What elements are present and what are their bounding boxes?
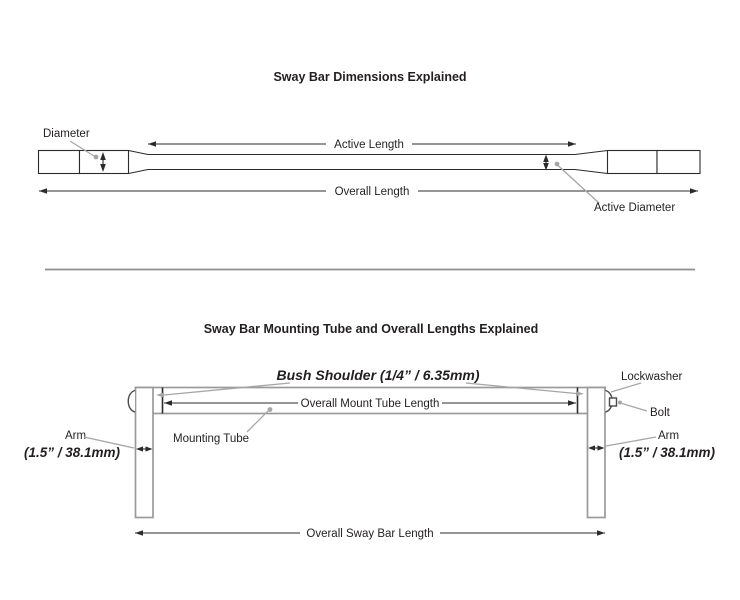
bush-shoulder-arrow-right-icon bbox=[576, 391, 584, 397]
bolt-label: Bolt bbox=[650, 407, 671, 419]
spline-end-right bbox=[656, 149, 701, 175]
active-diameter-arrow-up-icon bbox=[543, 154, 549, 162]
mounting-tube-assembly bbox=[127, 386, 618, 519]
mount-tube-length-arrow-left-icon bbox=[164, 400, 172, 406]
arm-left-body bbox=[134, 386, 154, 519]
bolt-leader-dot bbox=[618, 400, 622, 405]
mounting-tube-label: Mounting Tube bbox=[173, 433, 249, 445]
mounting-tube-leader-line bbox=[246, 410, 269, 433]
arm-right-width-arrow-left-icon bbox=[588, 445, 595, 451]
overall-sway-bar-length-dimension: Overall Sway Bar Length bbox=[135, 528, 605, 540]
bolt-shape bbox=[608, 397, 618, 407]
mount-tube-length-arrow-right-icon bbox=[568, 400, 576, 406]
arm-left-size-label: (1.5” / 38.1mm) bbox=[24, 445, 121, 460]
active-length-arrow-right-icon bbox=[568, 141, 576, 147]
overall-length-arrow-left-icon bbox=[39, 188, 47, 194]
diameter-label: Diameter bbox=[43, 128, 90, 140]
active-diameter-arrow-down-icon bbox=[543, 163, 549, 171]
overall-length-dimension: Overall Length bbox=[39, 186, 698, 198]
arm-left-leader-line bbox=[83, 436, 135, 449]
mounting-tube-callout: Mounting Tube bbox=[173, 407, 273, 445]
overall-length-label: Overall Length bbox=[335, 186, 410, 198]
bar-taper-right bbox=[574, 149, 608, 175]
diameter-leader-line bbox=[69, 140, 95, 157]
active-bar-tube bbox=[148, 153, 575, 171]
arm-left-callout: Arm (1.5” / 38.1mm) bbox=[24, 430, 153, 460]
arm-right-width-arrow-right-icon bbox=[597, 445, 605, 451]
mounting-tube-leader-dot bbox=[267, 407, 273, 412]
active-length-label: Active Length bbox=[334, 139, 404, 151]
arm-right-body bbox=[586, 386, 606, 519]
arm-left-width-arrow-left-icon bbox=[136, 446, 143, 452]
bar-taper-left bbox=[128, 149, 149, 175]
active-length-dimension: Active Length bbox=[148, 139, 576, 151]
sway-bar-length-arrow-right-icon bbox=[597, 530, 605, 536]
bottom-diagram-title: Sway Bar Mounting Tube and Overall Lengt… bbox=[204, 322, 539, 336]
bush-shoulder-leader-right bbox=[465, 382, 577, 395]
sway-bar-illustration bbox=[37, 149, 701, 175]
lockwasher-callout: Lockwasher bbox=[610, 371, 683, 393]
active-diameter-label: Active Diameter bbox=[594, 202, 675, 214]
active-diameter-leader-line bbox=[557, 165, 600, 204]
bolt-leader-line bbox=[621, 402, 648, 412]
overall-sway-bar-length-label: Overall Sway Bar Length bbox=[306, 528, 433, 540]
arm-left-label: Arm bbox=[65, 430, 86, 442]
bottom-diagram: Sway Bar Mounting Tube and Overall Lengt… bbox=[24, 322, 716, 540]
arm-right-label: Arm bbox=[658, 430, 679, 442]
bush-shoulder-arrow-left-icon bbox=[156, 392, 164, 398]
bush-shoulder-label: Bush Shoulder (1/4” / 6.35mm) bbox=[276, 367, 479, 383]
bushing-end-left bbox=[127, 389, 136, 413]
lockwasher-leader-line bbox=[610, 382, 642, 393]
arm-right-leader-line bbox=[605, 436, 657, 447]
bar-shoulder-right bbox=[606, 149, 658, 175]
bar-shoulder-left bbox=[78, 149, 130, 175]
active-diameter-leader-dot bbox=[554, 161, 560, 167]
spline-end-left bbox=[37, 149, 81, 175]
overall-mount-tube-length-dimension: Overall Mount Tube Length bbox=[164, 398, 576, 410]
bolt-callout: Bolt bbox=[618, 400, 671, 419]
overall-length-arrow-right-icon bbox=[690, 188, 698, 194]
arm-right-callout: Arm (1.5” / 38.1mm) bbox=[588, 430, 716, 460]
arm-right-size-label: (1.5” / 38.1mm) bbox=[619, 445, 716, 460]
top-diagram-title: Sway Bar Dimensions Explained bbox=[273, 70, 466, 84]
bush-shoulder-callout: Bush Shoulder (1/4” / 6.35mm) bbox=[156, 367, 584, 398]
diameter-dimension: Diameter bbox=[43, 128, 106, 172]
top-diagram: Sway Bar Dimensions Explained Diameter bbox=[37, 70, 701, 214]
diameter-arrow-up-icon bbox=[100, 152, 106, 160]
diameter-arrow-down-icon bbox=[100, 164, 106, 172]
active-diameter-dimension: Active Diameter bbox=[543, 154, 675, 214]
active-length-arrow-left-icon bbox=[148, 141, 156, 147]
bush-shoulder-leader-left bbox=[163, 382, 291, 396]
arm-left-width-arrow-right-icon bbox=[145, 446, 153, 452]
lockwasher-label: Lockwasher bbox=[621, 371, 683, 383]
overall-mount-tube-length-label: Overall Mount Tube Length bbox=[301, 398, 440, 410]
sway-bar-length-arrow-left-icon bbox=[135, 530, 143, 536]
diameter-leader-dot bbox=[93, 154, 99, 160]
